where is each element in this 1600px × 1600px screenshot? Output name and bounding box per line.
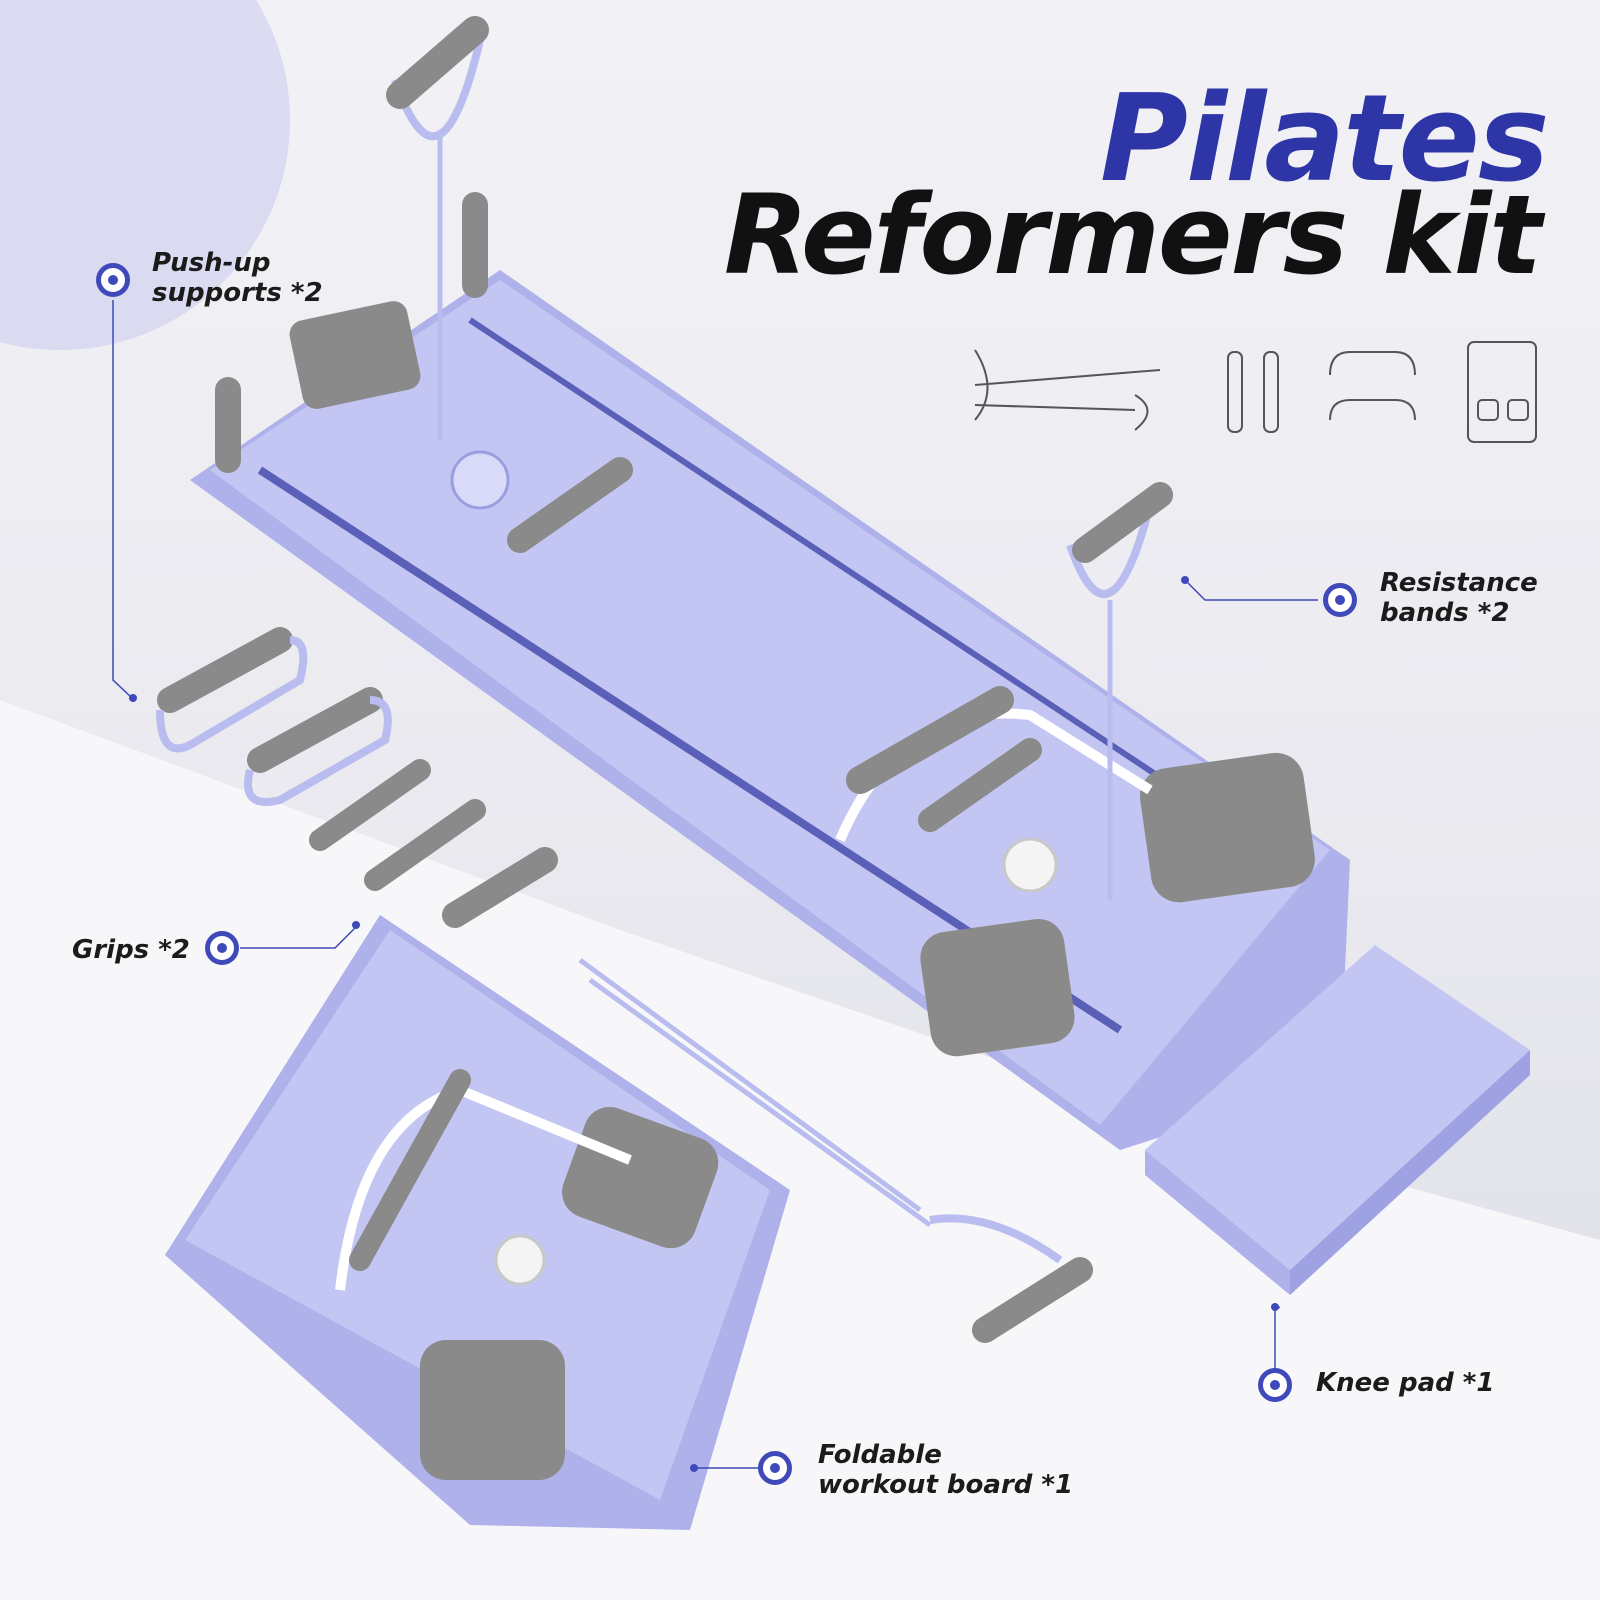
title-line-2: Reformers kit — [723, 171, 1542, 299]
bands-marker-icon — [1323, 583, 1357, 617]
knee-marker-icon — [1258, 1368, 1292, 1402]
exercise-ball-shape — [0, 0, 290, 350]
grips-marker-icon — [205, 931, 239, 965]
bands-label-line1: Resistance — [1380, 568, 1538, 598]
grips — [309, 759, 486, 891]
grips-label-line1: Grips *2 — [72, 935, 190, 965]
board-dot-icon — [690, 1464, 698, 1472]
resistance-band-lying — [442, 847, 1093, 1343]
bands-label-line2: bands *2 — [1380, 598, 1510, 628]
resistance-band-right — [1066, 482, 1173, 900]
grips-dot-icon — [352, 921, 360, 929]
pushup-supports — [156, 627, 392, 806]
grips-label: Grips *2 — [72, 935, 190, 965]
pushup-label-line1: Push-up — [152, 248, 271, 278]
bands-dot-icon — [1181, 576, 1189, 584]
kit-contents-icons — [974, 341, 1537, 443]
pushup-marker-icon — [96, 263, 130, 297]
resistance-band-rear — [215, 16, 489, 473]
board-label: Foldable workout board *1 — [818, 1440, 1073, 1500]
knee-label: Knee pad *1 — [1316, 1368, 1494, 1398]
title-line-1: Pilates — [1100, 70, 1549, 209]
pushup-label-line2: supports *2 — [152, 278, 323, 308]
knee-dot-icon — [1271, 1303, 1279, 1311]
knee-pad — [1145, 945, 1530, 1295]
board-marker-icon — [758, 1451, 792, 1485]
bands-label: Resistance bands *2 — [1380, 568, 1538, 628]
pushup-dot-icon — [129, 694, 137, 702]
board-label-line1: Foldable — [818, 1440, 942, 1470]
folded-board — [165, 915, 790, 1530]
pushup-label: Push-up supports *2 — [152, 248, 323, 308]
knee-label-line1: Knee pad *1 — [1316, 1368, 1495, 1398]
main-board — [190, 270, 1350, 1150]
board-label-line2: workout board *1 — [818, 1470, 1074, 1500]
